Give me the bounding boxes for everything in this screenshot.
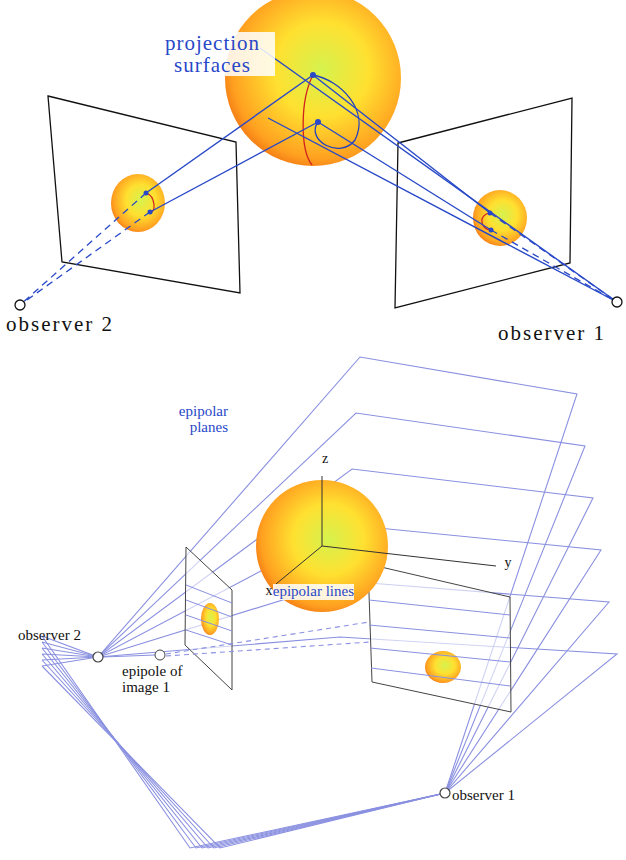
epipolar-plane	[42, 413, 585, 848]
projection-points	[144, 72, 494, 233]
observer-label: observer 1	[452, 788, 552, 804]
projection-curve	[146, 193, 154, 212]
epipolar-planes	[42, 357, 617, 848]
observer-point	[15, 300, 25, 310]
observer-label: observer 1	[498, 322, 622, 344]
image-plane	[48, 96, 240, 293]
epipolar-lines	[186, 585, 232, 645]
epipolar-plane	[42, 357, 577, 848]
observer-point	[93, 652, 103, 662]
observer-point	[612, 297, 622, 307]
baseline	[103, 655, 155, 657]
projection-curve	[313, 75, 359, 148]
projection-curve	[303, 75, 313, 165]
ray-lines	[146, 30, 617, 302]
sphere-image	[201, 603, 219, 635]
lines-label: epipolar lines	[273, 584, 354, 600]
epipolar-plane	[42, 469, 593, 848]
axis-label: z	[318, 452, 332, 467]
sphere-image	[111, 174, 165, 232]
observer-label: observer 2	[18, 628, 98, 644]
epipolar-lines	[369, 600, 510, 686]
image-plane	[368, 564, 511, 712]
projection-label: projection surfaces	[150, 32, 275, 76]
epipolar-plane	[42, 637, 617, 848]
observer-point	[440, 788, 450, 798]
observer-label: observer 2	[6, 313, 146, 335]
axis-label: y	[501, 556, 515, 571]
image-plane	[395, 98, 572, 308]
epipole-label: epipole of image 1	[122, 664, 202, 696]
dashed-rays	[20, 193, 617, 305]
epipole-point	[155, 650, 165, 660]
image-plane	[185, 547, 232, 690]
axes	[276, 476, 496, 584]
dashed-rays	[166, 622, 370, 656]
epipolar-plane	[42, 581, 609, 848]
planes-label: epipolar planes	[150, 404, 228, 436]
